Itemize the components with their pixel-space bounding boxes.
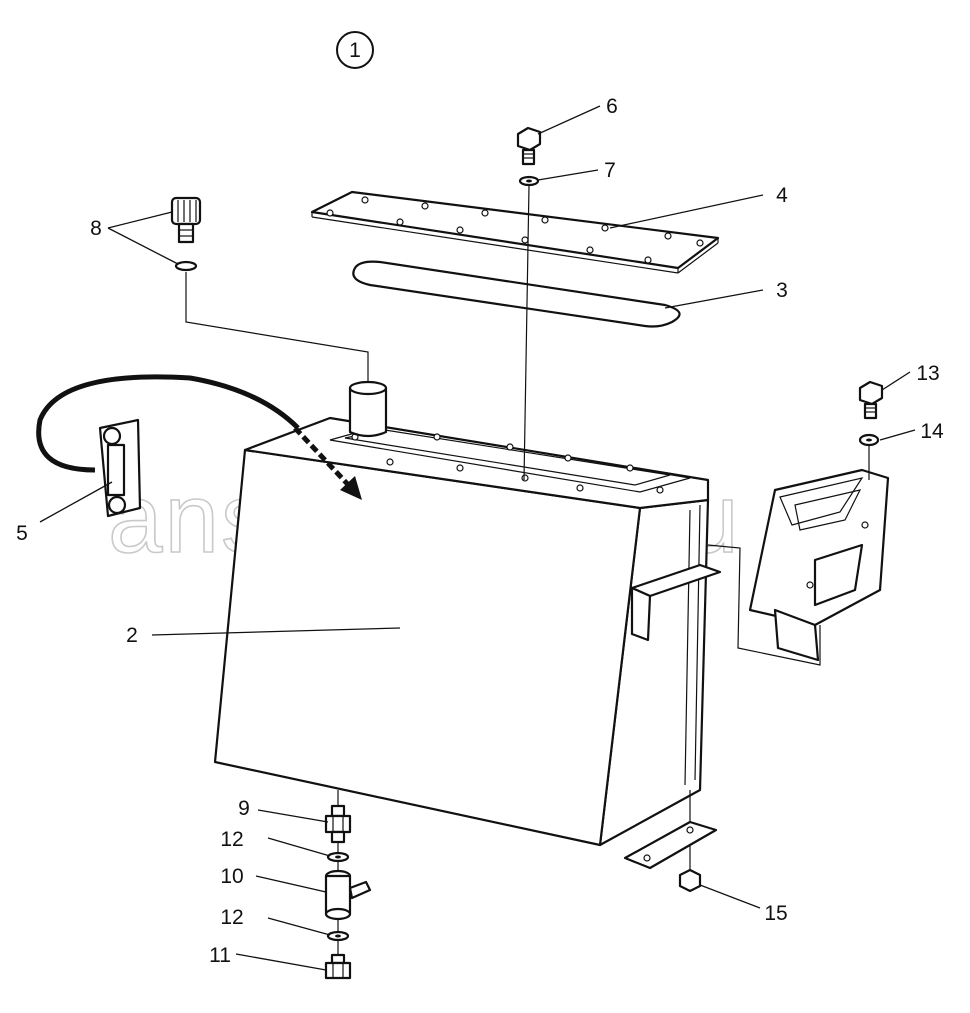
- level-gauge: [36, 374, 300, 518]
- drain-plug: [324, 953, 352, 980]
- drain-valve: [324, 869, 372, 921]
- alignment-line-cover: [523, 185, 530, 481]
- seal-washer-lower: [326, 930, 350, 942]
- side-bracket: [707, 468, 890, 666]
- tank: [213, 380, 722, 847]
- seal-washer-upper: [326, 851, 350, 863]
- alignment-line-filler: [185, 272, 369, 382]
- callout-11: 11: [209, 944, 231, 967]
- filler-cap: [170, 196, 202, 244]
- callout-12-upper: 12: [220, 828, 243, 851]
- gasket: [352, 260, 681, 328]
- callout-10: 10: [220, 865, 243, 888]
- callout-8: 8: [90, 217, 102, 240]
- callout-9: 9: [238, 797, 250, 820]
- callout-labels: 2 3 4 5 6 7 8 9 10 11 12 12 13 14 15: [16, 95, 944, 967]
- callout-3: 3: [776, 279, 788, 302]
- filler-o-ring: [174, 260, 198, 272]
- bottom-strap: [623, 790, 718, 870]
- drain-nipple: [324, 804, 352, 844]
- callout-7: 7: [604, 159, 616, 182]
- callout-13: 13: [916, 362, 939, 385]
- cover-bolt: [516, 126, 542, 166]
- figure-number-badge: 1: [336, 31, 374, 69]
- cover-washer: [518, 175, 540, 187]
- callout-14: 14: [920, 420, 944, 443]
- cover-plate: [310, 190, 720, 274]
- bracket-bolt: [858, 380, 884, 420]
- callout-15: 15: [764, 902, 787, 925]
- callout-6: 6: [606, 95, 618, 118]
- callout-4: 4: [776, 184, 788, 207]
- leader-lines: [39, 105, 916, 971]
- callout-12-lower: 12: [220, 906, 243, 929]
- figure-number: 1: [349, 39, 361, 62]
- callout-2: 2: [126, 624, 138, 647]
- bracket-washer: [858, 433, 880, 447]
- callout-5: 5: [16, 522, 28, 545]
- strap-nut: [678, 845, 702, 893]
